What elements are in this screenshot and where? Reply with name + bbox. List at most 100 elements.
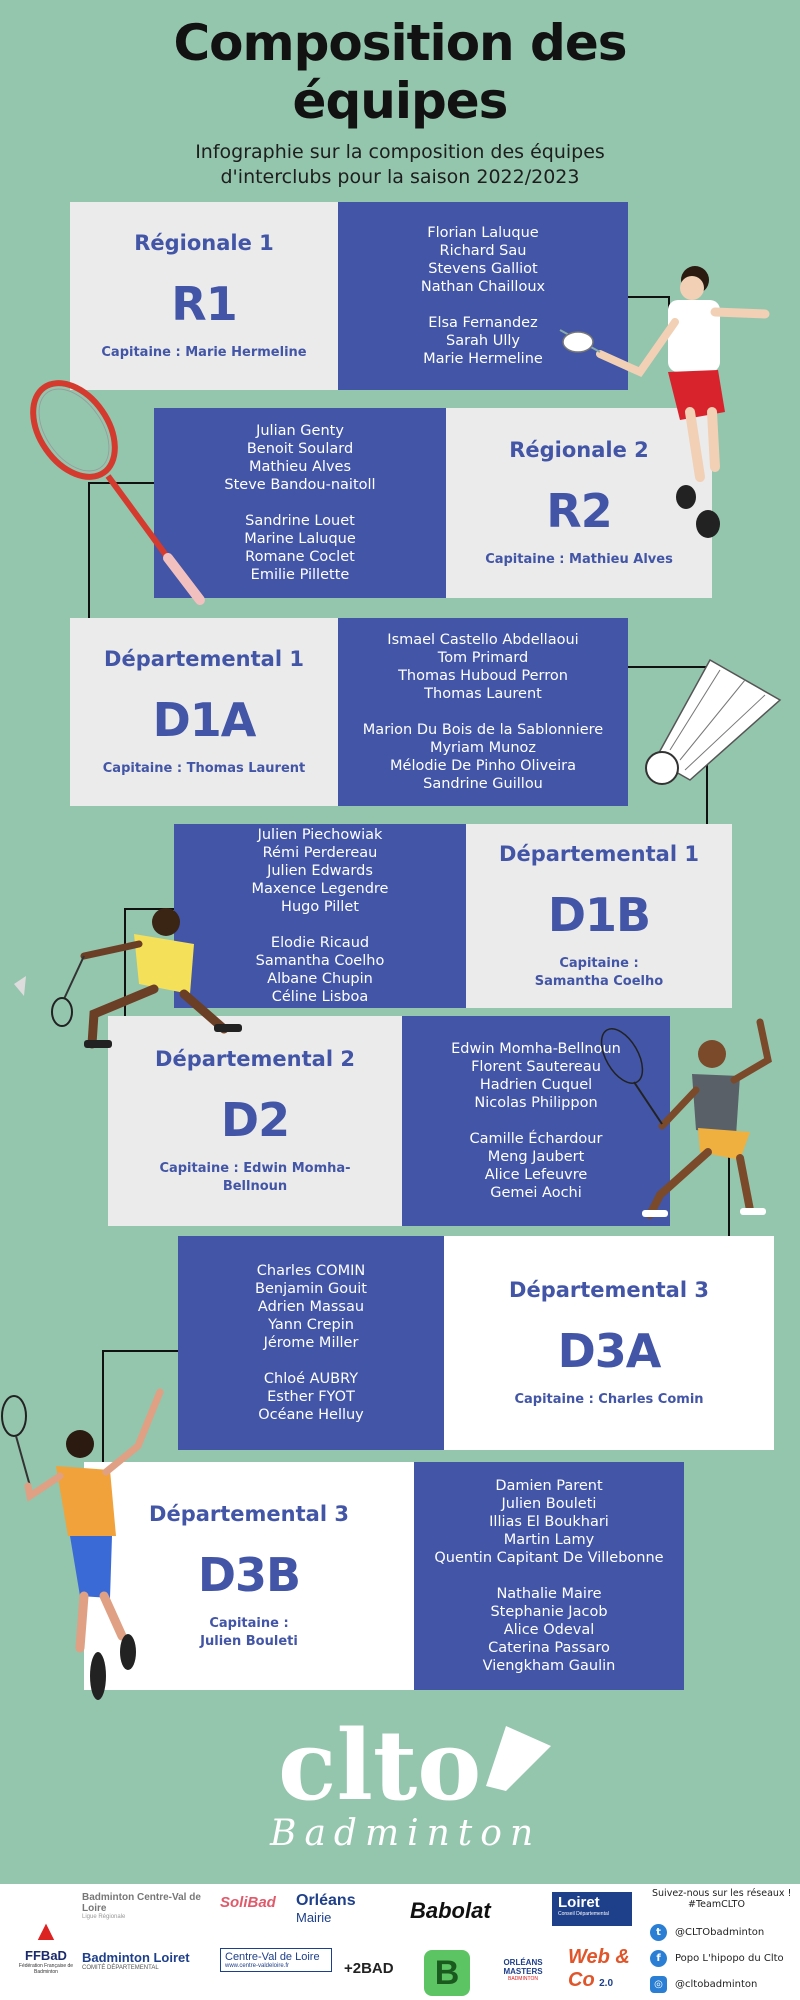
social-handle[interactable]: @CLTObadminton [675,1927,765,1938]
player-name: Albane Chupin [267,971,373,987]
player-name: Myriam Munoz [429,740,537,756]
player-name: Tom Primard [437,650,529,666]
title-line-1: Composition des [173,14,627,72]
social-twitter[interactable]: t @CLTObadminton [650,1924,764,1941]
player-name: Esther FYOT [267,1389,355,1405]
team-level: Départemental 2 [155,1047,355,1071]
player-name: Maxence Legendre [251,881,389,897]
social-facebook[interactable]: f Popo L'hipopo du Clto [650,1950,784,1967]
player-name: Sandrine Louet [245,513,355,529]
logo-text: Babolat [410,1898,491,1923]
player-name: Thomas Laurent [424,686,542,702]
logo-subtext: Conseil Départemental [558,1911,609,1917]
player-name: Gemei Aochi [490,1185,582,1201]
logo-text: SoliBad [220,1894,276,1911]
player-name: Stephanie Jacob [490,1604,608,1620]
connector-line [102,1350,104,1462]
player-name: Edwin Momha-Bellnoun [451,1041,621,1057]
badminton-loiret-logo: Badminton Loiret COMITÉ DÉPARTEMENTAL [82,1950,212,1971]
team-captain: Capitaine : Edwin Momha- Bellnoun [149,1160,360,1196]
team-level: Départemental 3 [149,1502,349,1526]
title-line-2: équipes [292,72,509,130]
connector-line [628,666,708,668]
team-level: Départemental 1 [104,647,304,671]
club-logo: clto Badminton [270,1716,570,1866]
player-name: Florent Sautereau [471,1059,601,1075]
team-code: R1 [171,277,237,331]
team-info-d3b: Départemental 3 D3B Capitaine : Julien B… [84,1462,414,1690]
badminton-player-illustration [600,1018,772,1219]
player-name: Benjamin Gouit [255,1281,367,1297]
player-name: Chloé AUBRY [263,1371,359,1387]
player-name: Elsa Fernandez [428,315,538,331]
logo-subtext: Ligue Régionale [82,1914,126,1920]
player-name: Florian Laluque [427,225,539,241]
footer-sponsors: ▲ FFBaD Fédération Française de Badminto… [0,1884,800,2000]
logo-text: Orléans [296,1892,356,1909]
player-name: Romane Coclet [245,549,355,565]
player-name: Julien Bouleti [501,1496,597,1512]
player-name: Adrien Massau [257,1299,365,1315]
team-code: D2 [220,1093,290,1147]
captain-line-2: Samantha Coelho [534,974,664,989]
logo-subtext: Fédération Française de Badminton [18,1963,74,1975]
captain-line-2: Bellnoun [222,1179,288,1194]
club-logo-name: clto [278,1709,482,1822]
team-level: Régionale 1 [134,231,274,255]
team-roster-d2: Edwin Momha-Bellnoun Florent Sautereau H… [402,1016,670,1226]
twitter-icon: t [650,1924,667,1941]
player-name: Alice Odeval [503,1622,595,1638]
player-name: Marion Du Bois de la Sablonniere [362,722,604,738]
tobad-logo: +2BAD [344,1960,398,1977]
player-name: Meng Jaubert [487,1149,585,1165]
logo-text: Loiret [558,1894,600,1911]
team-captain: Capitaine : Charles Comin [514,1392,704,1407]
player-name: Viengkham Gaulin [482,1658,616,1674]
instagram-icon: ◎ [650,1976,667,1993]
player-name: Julien Edwards [267,863,373,879]
connector-line [88,482,156,484]
social-hashtag: #TeamCLTO [688,1899,745,1910]
player-name: Emilie Pillette [250,567,350,583]
team-level: Départemental 3 [509,1278,709,1302]
team-captain: Capitaine : Julien Bouleti [190,1615,308,1651]
page-subtitle: Infographie sur la composition des équip… [150,140,650,190]
player-name: Thomas Huboud Perron [398,668,568,684]
team-info-r2: Régionale 2 R2 Capitaine : Mathieu Alves [446,408,712,598]
captain-line-1: Capitaine : [559,956,639,971]
logo-text: B [434,1954,460,1992]
team-roster-d1b: Julien Piechowiak Rémi Perdereau Julien … [174,824,466,1008]
player-name: Julian Genty [256,423,344,439]
team-code: D1A [152,693,257,747]
logo-subtext: COMITÉ DÉPARTEMENTAL [82,1965,159,1971]
player-name: Céline Lisboa [271,989,369,1005]
player-name: Océane Helluy [258,1407,364,1423]
captain-line-1: Capitaine : Edwin Momha- [159,1161,351,1176]
player-name: Richard Sau [439,243,527,259]
player-name: Martin Lamy [503,1532,595,1548]
player-name: Caterina Passaro [488,1640,610,1656]
team-info-d1b: Départemental 1 D1B Capitaine : Samantha… [466,824,732,1008]
social-handle[interactable]: Popo L'hipopo du Clto [675,1953,784,1964]
player-name: Hadrien Cuquel [479,1077,593,1093]
player-name: Steve Bandou-naitoll [224,477,376,493]
team-captain: Capitaine : Thomas Laurent [102,761,306,776]
orleans-masters-logo: ORLÉANS MASTERS BADMINTON [490,1958,556,1982]
facebook-icon: f [650,1950,667,1967]
centre-val-de-loire-logo: Centre-Val de Loire www.centre-valdeloir… [220,1948,332,1972]
player-name: Ismael Castello Abdellaoui [387,632,579,648]
team-code: D3A [557,1324,662,1378]
player-name: Stevens Galliot [428,261,538,277]
team-roster-r1: Florian Laluque Richard Sau Stevens Gall… [338,202,628,390]
orleans-logo: Orléans Mairie [296,1892,396,1925]
team-roster-d3b: Damien Parent Julien Bouleti Illias El B… [414,1462,684,1690]
player-name: Sarah Ully [446,333,520,349]
logo-text: Badminton Centre-Val de Loire [82,1892,201,1914]
team-level: Départemental 1 [499,842,699,866]
connector-line [88,482,90,618]
social-handle[interactable]: @cltobadminton [675,1979,758,1990]
player-name: Julien Piechowiak [257,827,383,843]
player-name: Alice Lefeuvre [484,1167,588,1183]
social-instagram[interactable]: ◎ @cltobadminton [650,1976,757,1993]
connector-line [102,1350,178,1352]
